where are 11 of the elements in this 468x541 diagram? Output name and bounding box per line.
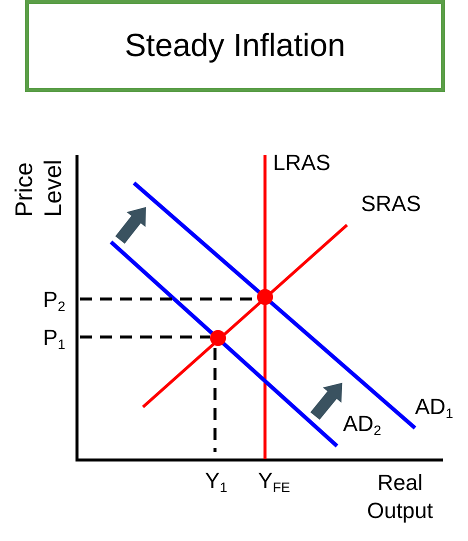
axis-label: Price Level — [10, 160, 68, 217]
tick-label: P$_{2}$ — [43, 289, 66, 311]
title: Steady Inflation — [124, 28, 346, 64]
axis-label: Real Output — [366, 469, 434, 525]
tick-label: P$_{1}$ — [43, 327, 66, 349]
curve-label: AD$_{2}$ — [343, 413, 382, 435]
tick-label: Y$_{1}$ — [205, 470, 228, 492]
curve-label: SRAS — [361, 193, 421, 215]
tick-label: Y$_{FE}$ — [258, 470, 290, 492]
curve-label: AD$_{1}$ — [415, 396, 454, 418]
curve-label: LRAS — [273, 152, 330, 174]
